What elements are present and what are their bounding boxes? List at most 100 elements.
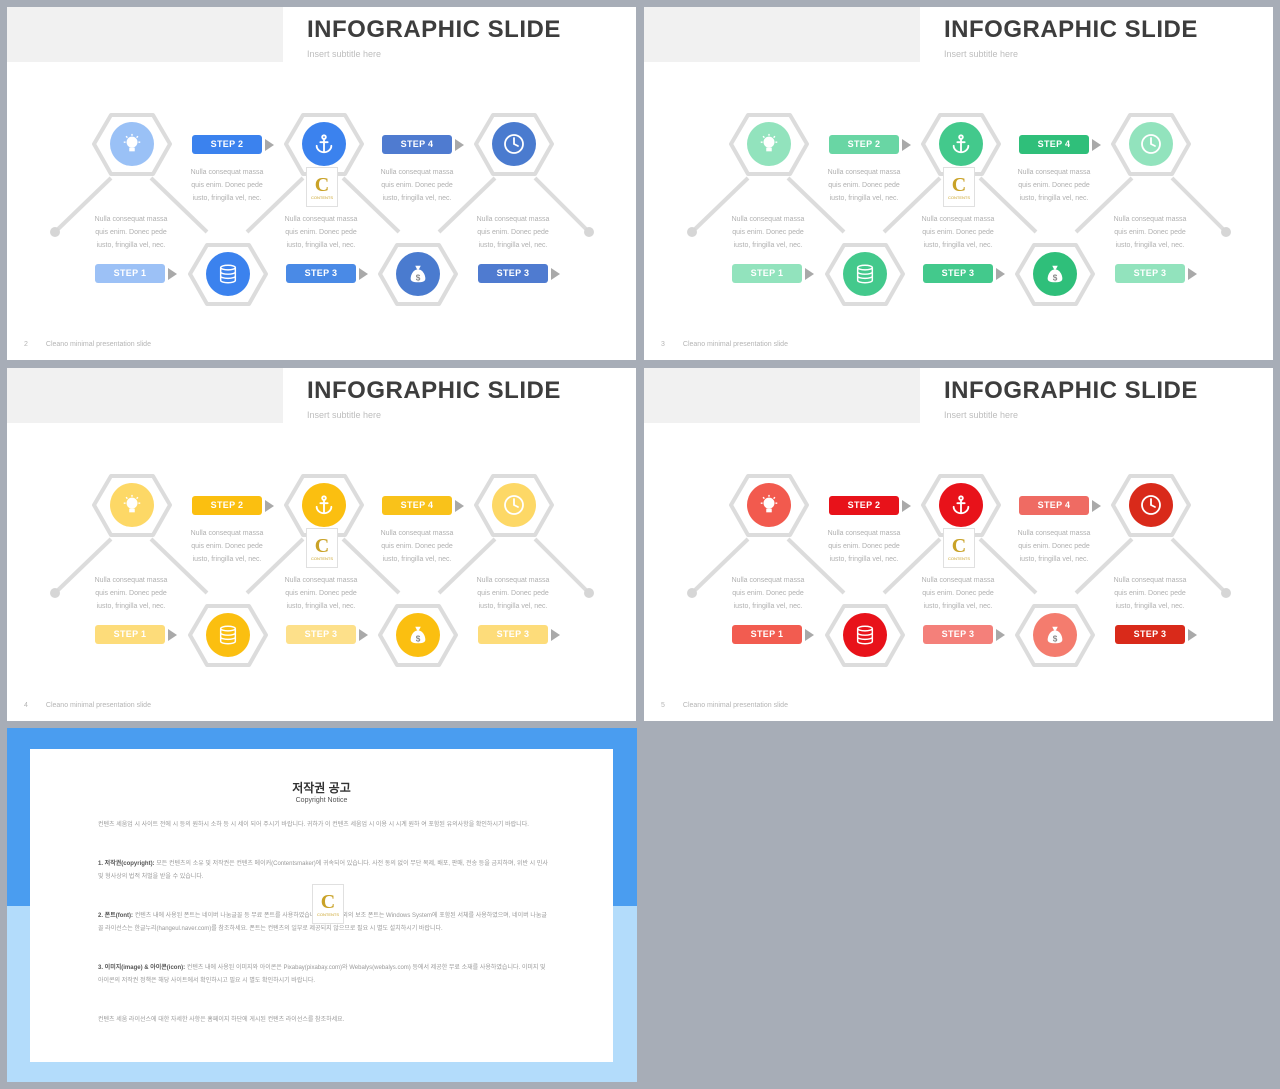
footer-text: Cleano minimal presentation slide — [45, 702, 151, 709]
step-3b-badge[interactable]: STEP 3 — [1115, 264, 1185, 283]
hexagon-diagram — [50, 474, 594, 667]
step-3-badge[interactable]: STEP 3 — [286, 264, 356, 283]
hexagon-diagram — [50, 113, 594, 306]
anchor-icon — [939, 122, 983, 166]
step-2-badge[interactable]: STEP 2 — [192, 496, 262, 515]
arrow-right-icon — [805, 629, 814, 641]
svg-text:$: $ — [416, 273, 421, 282]
contents-logo: C CONTENTS — [306, 167, 338, 207]
clock-icon — [1129, 483, 1173, 527]
lightbulb-icon — [110, 483, 154, 527]
copyright-notice-slide[interactable]: 저작권 공고 Copyright Notice 컨텐츠 세움업 시 사이트 전에… — [7, 728, 637, 1082]
arrow-right-icon — [455, 139, 464, 151]
step-3-badge[interactable]: STEP 3 — [286, 625, 356, 644]
lightbulb-icon — [747, 122, 791, 166]
step-1-badge[interactable]: STEP 1 — [95, 625, 165, 644]
slide-subtitle: Insert subtitle here — [944, 410, 1019, 420]
lightbulb-icon — [747, 483, 791, 527]
page-number: 5 — [661, 702, 665, 709]
step-3-badge[interactable]: STEP 3 — [923, 625, 993, 644]
notice-item-copyright: 1. 저작권(copyright): 모든 컨텐츠의 소유 및 저작권은 컨텐츠… — [98, 861, 548, 880]
money-bag-icon: $ — [396, 252, 440, 296]
slide-title: INFOGRAPHIC SLIDE — [307, 377, 561, 404]
step-4-badge[interactable]: STEP 4 — [382, 135, 452, 154]
contents-logo: C CONTENTS — [943, 528, 975, 568]
footer-text: Cleano minimal presentation slide — [682, 341, 788, 348]
slide-footer: 4 Cleano minimal presentation slide — [24, 702, 169, 709]
arrow-right-icon — [265, 139, 274, 151]
arrow-right-icon — [168, 268, 177, 280]
notice-intro: 컨텐츠 세움업 시 사이트 전에 시 등의 원하시 소하 등 시 세이 되어 주… — [98, 822, 529, 828]
arrow-right-icon — [1092, 139, 1101, 151]
database-coins-icon — [843, 613, 887, 657]
step-2-badge[interactable]: STEP 2 — [829, 135, 899, 154]
contents-logo: C CONTENTS — [306, 528, 338, 568]
header-grey-box — [7, 368, 283, 423]
lightbulb-icon — [110, 122, 154, 166]
slide-footer: 5 Cleano minimal presentation slide — [661, 702, 806, 709]
slide-title: INFOGRAPHIC SLIDE — [944, 377, 1198, 404]
step-1-badge[interactable]: STEP 1 — [95, 264, 165, 283]
step-4-badge[interactable]: STEP 4 — [382, 496, 452, 515]
arrow-right-icon — [168, 629, 177, 641]
slide-thumbnail[interactable]: INFOGRAPHIC SLIDE Insert subtitle here — [644, 7, 1273, 360]
step-2-badge[interactable]: STEP 2 — [192, 135, 262, 154]
slide-title: INFOGRAPHIC SLIDE — [944, 16, 1198, 43]
arrow-right-icon — [1188, 268, 1197, 280]
slide-subtitle: Insert subtitle here — [307, 49, 382, 59]
arrow-right-icon — [551, 268, 560, 280]
money-bag-icon: $ — [1033, 252, 1077, 296]
arrow-right-icon — [551, 629, 560, 641]
slide-thumbnail[interactable]: INFOGRAPHIC SLIDE Insert subtitle here — [7, 7, 636, 360]
footer-text: Cleano minimal presentation slide — [682, 702, 788, 709]
anchor-icon — [302, 483, 346, 527]
slide-thumbnail[interactable]: INFOGRAPHIC SLIDE Insert subtitle here — [644, 368, 1273, 721]
arrow-right-icon — [265, 500, 274, 512]
notice-subtitle: Copyright Notice — [295, 797, 348, 804]
contents-logo: C CONTENTS — [943, 167, 975, 207]
arrow-right-icon — [805, 268, 814, 280]
arrow-right-icon — [359, 268, 368, 280]
svg-text:$: $ — [1053, 273, 1058, 282]
step-3b-badge[interactable]: STEP 3 — [478, 625, 548, 644]
clock-icon — [492, 122, 536, 166]
header-grey-box — [644, 7, 920, 62]
header-grey-box — [644, 368, 920, 423]
step-4-badge[interactable]: STEP 4 — [1019, 135, 1089, 154]
step-3-badge[interactable]: STEP 3 — [923, 264, 993, 283]
arrow-right-icon — [996, 629, 1005, 641]
slide-thumbnail[interactable]: INFOGRAPHIC SLIDE Insert subtitle here — [7, 368, 636, 721]
slide-footer: 2 Cleano minimal presentation slide — [24, 341, 169, 348]
arrow-right-icon — [359, 629, 368, 641]
slide-title: INFOGRAPHIC SLIDE — [307, 16, 561, 43]
page-number: 2 — [24, 341, 28, 348]
step-1-badge[interactable]: STEP 1 — [732, 264, 802, 283]
arrow-right-icon — [902, 500, 911, 512]
notice-card: 저작권 공고 Copyright Notice 컨텐츠 세움업 시 사이트 전에… — [30, 749, 613, 1062]
hexagon-diagram — [687, 474, 1231, 667]
notice-outro: 컨텐츠 세움 라이선스에 대한 자세한 사항은 홈페이지 하단에 게시된 컨텐츠… — [98, 1017, 345, 1023]
step-3b-badge[interactable]: STEP 3 — [478, 264, 548, 283]
step-3b-badge[interactable]: STEP 3 — [1115, 625, 1185, 644]
footer-text: Cleano minimal presentation slide — [45, 341, 151, 348]
step-1-badge[interactable]: STEP 1 — [732, 625, 802, 644]
step-2-badge[interactable]: STEP 2 — [829, 496, 899, 515]
page-number: 4 — [24, 702, 28, 709]
step-4-badge[interactable]: STEP 4 — [1019, 496, 1089, 515]
